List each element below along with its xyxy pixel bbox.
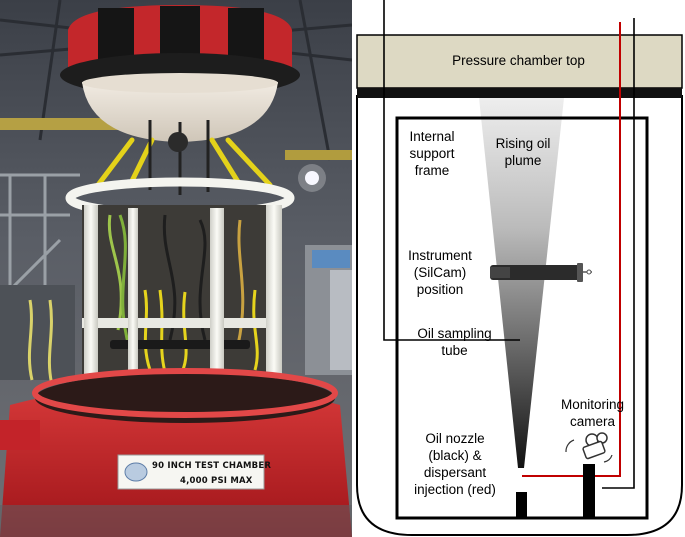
- label-monitoring-camera-line-2: camera: [540, 413, 645, 430]
- ceiling-light-glow: [298, 164, 326, 192]
- silcam-instrument: [490, 263, 592, 282]
- label-instrument-line-3: position: [390, 281, 490, 298]
- label-oil-nozzle-line-3: dispersant: [400, 464, 510, 481]
- label-instrument-line-1: Instrument: [390, 247, 490, 264]
- floor: [0, 505, 352, 537]
- chamber-sign-plate: 90 INCH TEST CHAMBER 4,000 PSI MAX: [118, 455, 271, 489]
- label-instrument: Instrument (SilCam) position: [390, 247, 490, 298]
- label-oil-nozzle-line-1: Oil nozzle: [400, 430, 510, 447]
- cage-middle-ring: [82, 318, 278, 328]
- label-support-frame-line-1: Internal: [392, 128, 472, 145]
- plate-line-2: 4,000 PSI MAX: [180, 476, 253, 486]
- label-instrument-line-2: (SilCam): [390, 264, 490, 281]
- label-oil-nozzle: Oil nozzle (black) & dispersant injectio…: [400, 430, 510, 498]
- label-oil-nozzle-line-2: (black) &: [400, 447, 510, 464]
- label-sampling-tube-line-2: tube: [402, 342, 507, 359]
- label-monitoring-camera: Monitoring camera: [540, 396, 645, 430]
- label-support-frame-line-2: support: [392, 145, 472, 162]
- label-support-frame: Internal support frame: [392, 128, 472, 179]
- label-chamber-top: Pressure chamber top: [352, 52, 685, 69]
- monitoring-camera-icon: [566, 433, 612, 462]
- label-monitoring-camera-line-1: Monitoring: [540, 396, 645, 413]
- blue-crate: [312, 250, 350, 268]
- shelving-left: [0, 285, 75, 380]
- label-sampling-tube-line-1: Oil sampling: [402, 325, 507, 342]
- label-oil-plume: Rising oil plume: [478, 135, 568, 169]
- overhead-crane-beam-right: [285, 150, 352, 160]
- label-oil-plume-line-1: Rising oil: [478, 135, 568, 152]
- label-oil-nozzle-line-4: injection (red): [400, 481, 510, 498]
- right-equipment: [330, 270, 352, 370]
- plate-line-1: 90 INCH TEST CHAMBER: [152, 461, 271, 471]
- label-oil-plume-line-2: plume: [478, 152, 568, 169]
- label-support-frame-line-3: frame: [392, 162, 472, 179]
- camera-stand: [583, 464, 595, 519]
- label-sampling-tube: Oil sampling tube: [402, 325, 507, 359]
- test-chamber-photo: 90 INCH TEST CHAMBER 4,000 PSI MAX: [0, 0, 352, 537]
- sign-logo: [125, 463, 147, 481]
- oil-nozzle: [516, 492, 527, 519]
- red-step: [0, 420, 40, 450]
